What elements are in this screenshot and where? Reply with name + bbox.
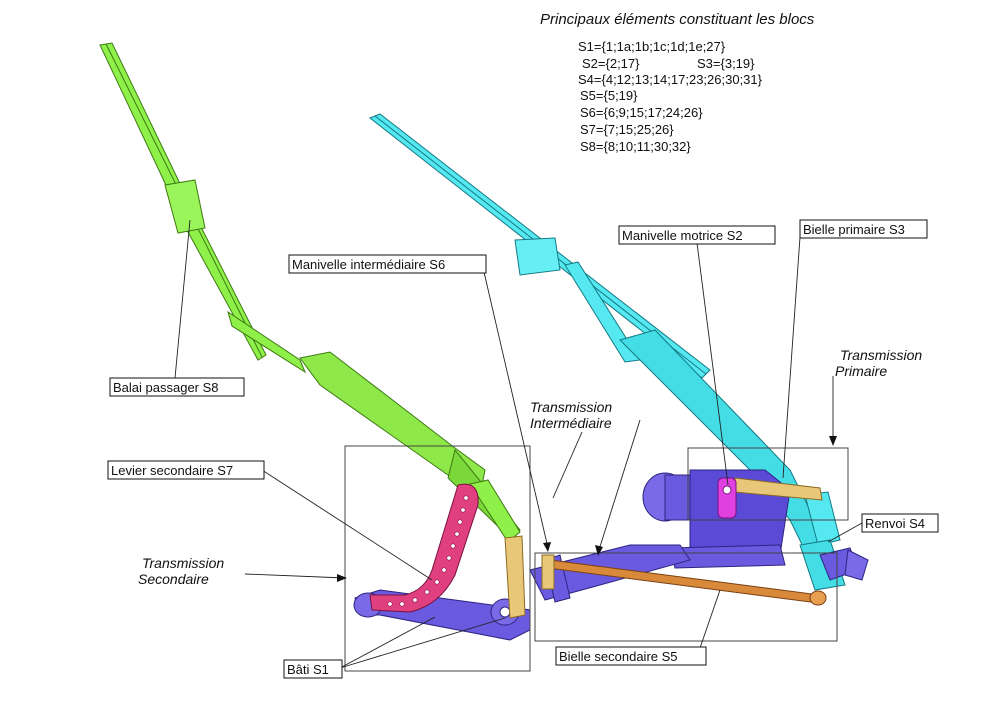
label-bati-text: Bâti S1 (287, 662, 329, 677)
secondary-lever-s7 (369, 483, 479, 613)
transmission-primaire-line1: Transmission (840, 347, 922, 363)
block-s5: S5={5;19} (580, 88, 638, 103)
transmission-secondaire-line2: Secondaire (138, 571, 209, 587)
frame-boxes (344, 445, 849, 672)
label-manivelle-inter: Manivelle intermédiaire S6 (288, 254, 487, 274)
frame-primary (687, 447, 849, 521)
block-s1: S1={1;1a;1b;1c;1d;1e;27} (578, 39, 726, 54)
frame-secondary (344, 445, 531, 672)
block-s6: S6={6;9;15;17;24;26} (580, 105, 703, 120)
transmission-primaire-line2: Primaire (835, 363, 887, 379)
intermediate-crank-s6 (504, 535, 555, 619)
block-s8: S8={8;10;11;30;32} (580, 139, 691, 154)
block-s4: S4={4;12;13;14;17;23;26;30;31} (578, 72, 763, 87)
driver-wiper (369, 113, 846, 591)
label-levier-text: Levier secondaire S7 (111, 463, 233, 478)
label-bielle-primaire: Bielle primaire S3 (799, 219, 928, 239)
label-manivelle-motrice-text: Manivelle motrice S2 (622, 228, 743, 243)
label-balai-text: Balai passager S8 (113, 380, 219, 395)
transmission-intermediaire-line2: Intermédiaire (530, 415, 612, 431)
label-bielle-secondaire-text: Bielle secondaire S5 (559, 649, 678, 664)
transmission-intermediaire-line1: Transmission (530, 399, 612, 415)
label-renvoi-text: Renvoi S4 (865, 516, 925, 531)
label-levier: Levier secondaire S7 (107, 460, 265, 480)
label-manivelle-motrice: Manivelle motrice S2 (618, 225, 776, 245)
block-s2: S2={2;17} (582, 56, 640, 71)
blocks-title: Principaux éléments constituant les bloc… (540, 11, 815, 28)
label-bielle-primaire-text: Bielle primaire S3 (803, 222, 905, 237)
label-balai: Balai passager S8 (109, 377, 245, 397)
transmission-secondaire-line1: Transmission (142, 555, 224, 571)
block-s3: S3={3;19} (697, 56, 755, 71)
block-s7: S7={7;15;25;26} (580, 122, 674, 137)
frame-intermediate (534, 552, 838, 642)
drive-crank-s2 (717, 477, 737, 519)
label-bati: Bâti S1 (283, 659, 343, 679)
label-manivelle-inter-text: Manivelle intermédiaire S6 (292, 257, 445, 272)
arrow-heads (337, 436, 837, 582)
label-bielle-secondaire: Bielle secondaire S5 (555, 646, 707, 666)
label-renvoi: Renvoi S4 (861, 513, 939, 533)
